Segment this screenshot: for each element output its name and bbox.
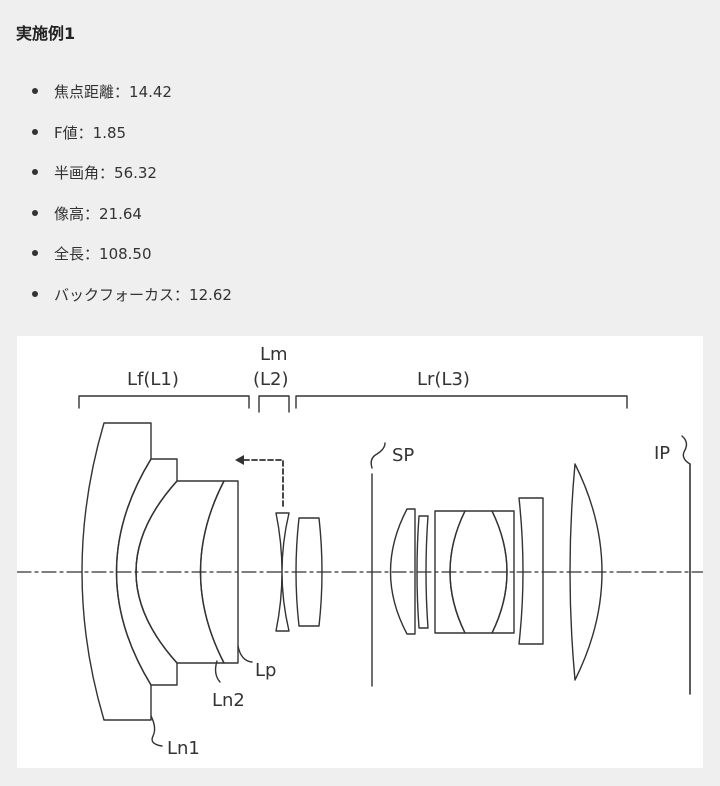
- group-label-middle-top: Lm: [260, 344, 288, 365]
- spec-item: バックフォーカス：12.62: [32, 283, 232, 324]
- ln2-leader: [214, 660, 221, 683]
- spec-label: バックフォーカス: [54, 285, 175, 304]
- lens-diagram: Lf(L1) Lm (L2) Lr(L3) SP IP Ln1 Ln2 Lp: [17, 336, 703, 768]
- lens-lp: [199, 480, 239, 664]
- spec-label: 全長: [54, 245, 85, 264]
- spec-value: 12.62: [189, 285, 232, 304]
- spec-label: 焦点距離: [54, 83, 115, 101]
- lens-lr5: [491, 510, 515, 634]
- group-bracket-rear: [295, 395, 628, 409]
- page-title: 実施例1: [16, 24, 76, 43]
- spec-label: 像高: [54, 204, 85, 223]
- group-bracket-front: [78, 395, 250, 409]
- lens-lr7: [569, 463, 603, 681]
- bullet-icon: [32, 88, 38, 94]
- spec-label: F値: [54, 123, 78, 142]
- bullet-icon: [32, 128, 38, 135]
- arrow-head-icon: [235, 455, 244, 465]
- group-label-middle: (L2): [253, 369, 289, 390]
- lens-lr2: [416, 515, 429, 629]
- lens-lm2: [295, 517, 323, 627]
- bullet-icon: [32, 209, 38, 216]
- lens-lr1: [389, 508, 416, 635]
- lp-leader: [237, 645, 253, 663]
- spec-item: 像高：21.64: [32, 202, 232, 243]
- lens-lm1: [275, 512, 290, 632]
- label-lp: Lp: [255, 660, 276, 681]
- spec-item: F値：1.85: [32, 121, 232, 162]
- spec-value: 14.42: [129, 83, 172, 101]
- spec-value: 56.32: [114, 164, 157, 183]
- spec-item: 焦点距離：14.42: [32, 80, 232, 121]
- ip-leader: [681, 435, 691, 465]
- ln1-leader: [150, 715, 163, 747]
- bullet-icon: [32, 250, 38, 257]
- spec-list: 焦点距離：14.42 F値：1.85 半画角：56.32 像高：21.64 全長…: [32, 80, 232, 324]
- bullet-icon: [32, 290, 38, 297]
- lens-lr6: [518, 497, 544, 645]
- spec-value: 21.64: [99, 204, 142, 223]
- label-ln2: Ln2: [212, 690, 245, 711]
- group-bracket-middle: [258, 395, 290, 413]
- spec-item: 半画角：56.32: [32, 161, 232, 202]
- spec-item: 全長：108.50: [32, 242, 232, 283]
- label-ip: IP: [654, 443, 670, 464]
- label-ln1: Ln1: [167, 738, 200, 759]
- sp-leader: [370, 442, 386, 469]
- spec-value: 1.85: [92, 123, 127, 142]
- group-label-rear: Lr(L3): [417, 369, 470, 390]
- group-label-front: Lf(L1): [127, 369, 179, 390]
- label-sp: SP: [392, 445, 414, 466]
- spec-label: 半画角: [54, 164, 100, 183]
- spec-value: 108.50: [99, 245, 152, 264]
- bullet-icon: [32, 169, 38, 176]
- movement-arrow: [238, 459, 284, 507]
- lens-diagram-svg: Lf(L1) Lm (L2) Lr(L3) SP IP Ln1 Ln2 Lp: [17, 344, 703, 759]
